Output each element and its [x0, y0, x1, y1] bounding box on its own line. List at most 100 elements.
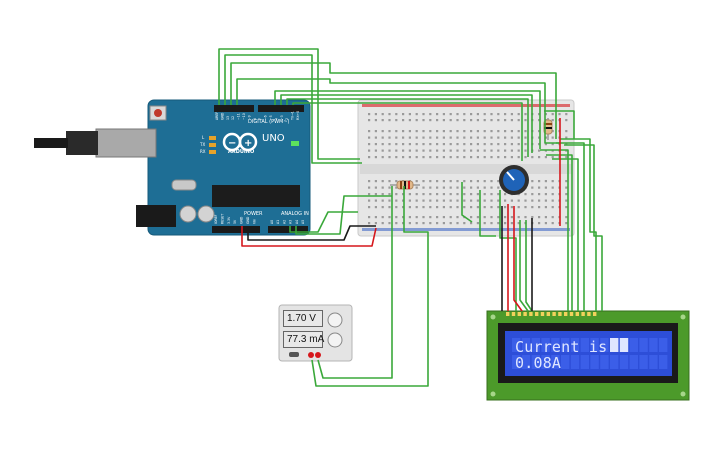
wire [236, 78, 560, 144]
wire [311, 186, 429, 387]
lcd-cell [639, 355, 648, 369]
potentiometer[interactable] [499, 165, 529, 195]
wire [241, 226, 377, 247]
wire [247, 225, 376, 241]
lcd-module [486, 310, 690, 401]
pin-label: RX←0 [296, 111, 300, 120]
lcd-pin [569, 312, 574, 316]
lcd-cell [649, 338, 658, 352]
pin-label: 7 [258, 118, 262, 120]
analog-label: ANALOG IN [281, 211, 309, 217]
usb-connector [95, 128, 157, 158]
lcd-pin [535, 312, 539, 316]
digital-header-left [214, 105, 254, 112]
lcd-cell [512, 338, 521, 352]
lcd-cell [639, 338, 648, 352]
pin-label: Vin [252, 219, 256, 224]
lcd-block-glyph [610, 338, 619, 352]
lcd-cell [619, 355, 629, 369]
lcd-pin [529, 312, 533, 316]
lcd-pin [506, 312, 510, 316]
lcd-cell [570, 338, 580, 352]
voltage-knob[interactable] [327, 312, 343, 328]
arduino-logo-icon [222, 132, 258, 152]
pin-label: A4 [295, 220, 299, 224]
led-l [209, 136, 216, 140]
lcd-pin [546, 312, 550, 316]
lcd-pin [581, 312, 585, 316]
lcd-cell [590, 338, 599, 352]
lcd-cell [600, 355, 609, 369]
wire [544, 110, 575, 139]
lcd-cell [561, 338, 570, 352]
wire [519, 220, 529, 312]
breadboard-power-rail-bottom [362, 228, 570, 231]
lcd-cell [629, 355, 638, 369]
lcd-pin [523, 312, 527, 316]
lcd-cell [570, 355, 580, 369]
current-knob[interactable] [327, 332, 343, 348]
negative-terminal [315, 352, 321, 358]
lcd-pin [564, 312, 568, 316]
wire [317, 186, 393, 379]
lcd-cell [531, 355, 540, 369]
power-switch[interactable] [289, 352, 299, 357]
pin-label: 5V [233, 219, 237, 224]
usb-cable-plug [66, 131, 98, 155]
wire [525, 220, 533, 312]
reset-button-cap[interactable] [154, 109, 162, 117]
usb-cable [34, 138, 68, 148]
lcd-cell [521, 338, 531, 352]
pin-label: IOREF [214, 214, 218, 224]
dc-power-jack [136, 205, 176, 227]
pin-label-l: L [202, 135, 205, 140]
lcd-cell [629, 338, 638, 352]
pin-label-tx: TX [199, 142, 205, 147]
pin-label: TX→1 [291, 111, 295, 121]
lcd-cell [659, 355, 668, 369]
pin-label: A2 [282, 220, 286, 224]
breadboard-center-channel [360, 164, 572, 174]
wire [280, 94, 533, 153]
lcd-cell [590, 355, 599, 369]
lcd-pin [593, 312, 597, 316]
wire [564, 144, 603, 311]
wire [546, 154, 573, 311]
wire [230, 62, 557, 139]
lcd-cell [551, 355, 560, 369]
lcd-block-glyph [619, 338, 629, 352]
lcd-cell [512, 355, 521, 369]
breadboard [357, 99, 575, 237]
pin-label: AREF [215, 112, 219, 120]
analog-header [268, 226, 308, 233]
pin-label: GND [240, 216, 244, 224]
lcd-cell [561, 355, 570, 369]
pin-label: ~5 [269, 115, 273, 120]
wire [289, 211, 358, 233]
positive-terminal [308, 352, 314, 358]
lcd-cell [649, 355, 658, 369]
voltage-readout: 1.70 V [283, 310, 323, 327]
lcd-cell [600, 338, 609, 352]
digital-header-right [258, 105, 304, 112]
lcd-cell [541, 355, 550, 369]
pin-label: ~6 [264, 115, 268, 120]
pin-label: 4 [274, 118, 278, 120]
lcd-pin [511, 312, 516, 316]
digital-header-label: DIGITAL (PWM~) [248, 119, 290, 125]
resistor-1 [390, 180, 420, 190]
lcd-pin [558, 312, 562, 316]
atmega-chip [212, 185, 300, 207]
lcd-cell [580, 355, 589, 369]
pin-label: A0 [270, 220, 274, 224]
wires [218, 48, 603, 387]
wire [295, 195, 392, 235]
lcd-cell [659, 338, 668, 352]
arduino-logo-minus: − [228, 138, 236, 149]
pin-label: ~9 [247, 115, 251, 120]
led-on [291, 141, 299, 146]
pin-label: RESET [220, 214, 224, 224]
